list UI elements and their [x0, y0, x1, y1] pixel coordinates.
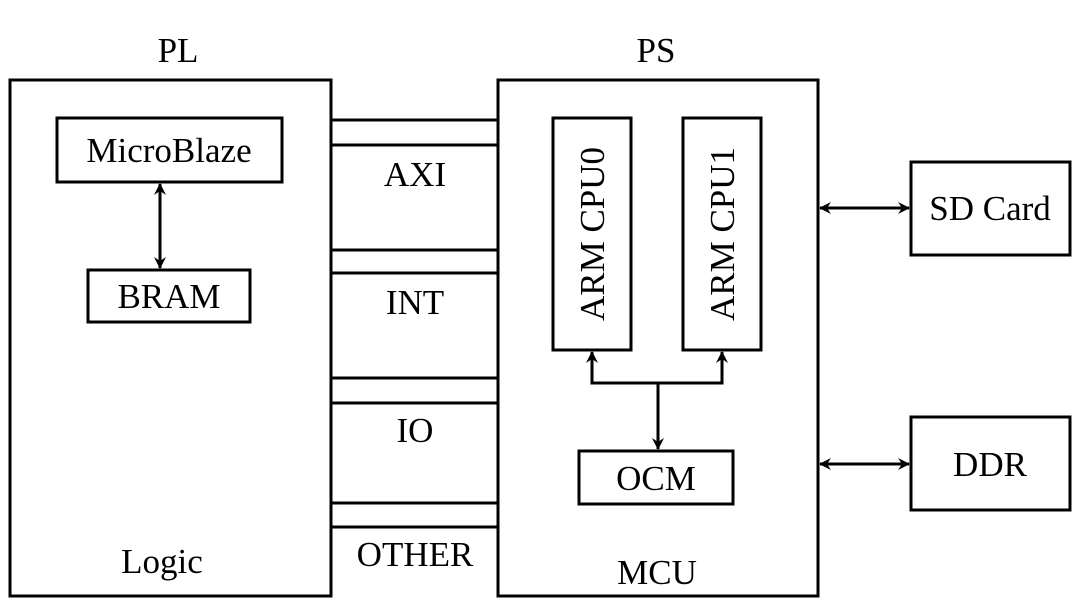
ps-title: PS	[637, 31, 676, 70]
bram-label: BRAM	[117, 277, 220, 316]
ps-block	[496, 78, 820, 598]
cpu0-block	[551, 116, 633, 352]
cpu0-label: ARM CPU0	[573, 147, 612, 321]
ocm-label: OCM	[616, 459, 696, 498]
pl-title: PL	[158, 31, 199, 70]
cpu1-label: ARM CPU1	[703, 147, 742, 321]
ddr-block	[909, 415, 1072, 512]
ps-footer: MCU	[617, 553, 697, 592]
bus-lines	[331, 118, 498, 529]
bus-int-label: INT	[386, 283, 444, 322]
sd-card-label: SD Card	[929, 189, 1051, 228]
cpu-ocm-arrows	[586, 351, 728, 450]
microblaze-block	[55, 116, 284, 184]
bus-axi-label: AXI	[384, 155, 446, 194]
bus-io-label: IO	[397, 411, 434, 450]
ddr-label: DDR	[953, 445, 1028, 484]
bus-other-label: OTHER	[357, 535, 474, 574]
bram-block	[86, 268, 252, 324]
microblaze-label: MicroBlaze	[86, 131, 251, 170]
pl-footer: Logic	[121, 542, 203, 581]
ocm-block	[577, 449, 735, 506]
sd-card-block	[909, 160, 1072, 257]
cpu1-block	[681, 116, 763, 352]
